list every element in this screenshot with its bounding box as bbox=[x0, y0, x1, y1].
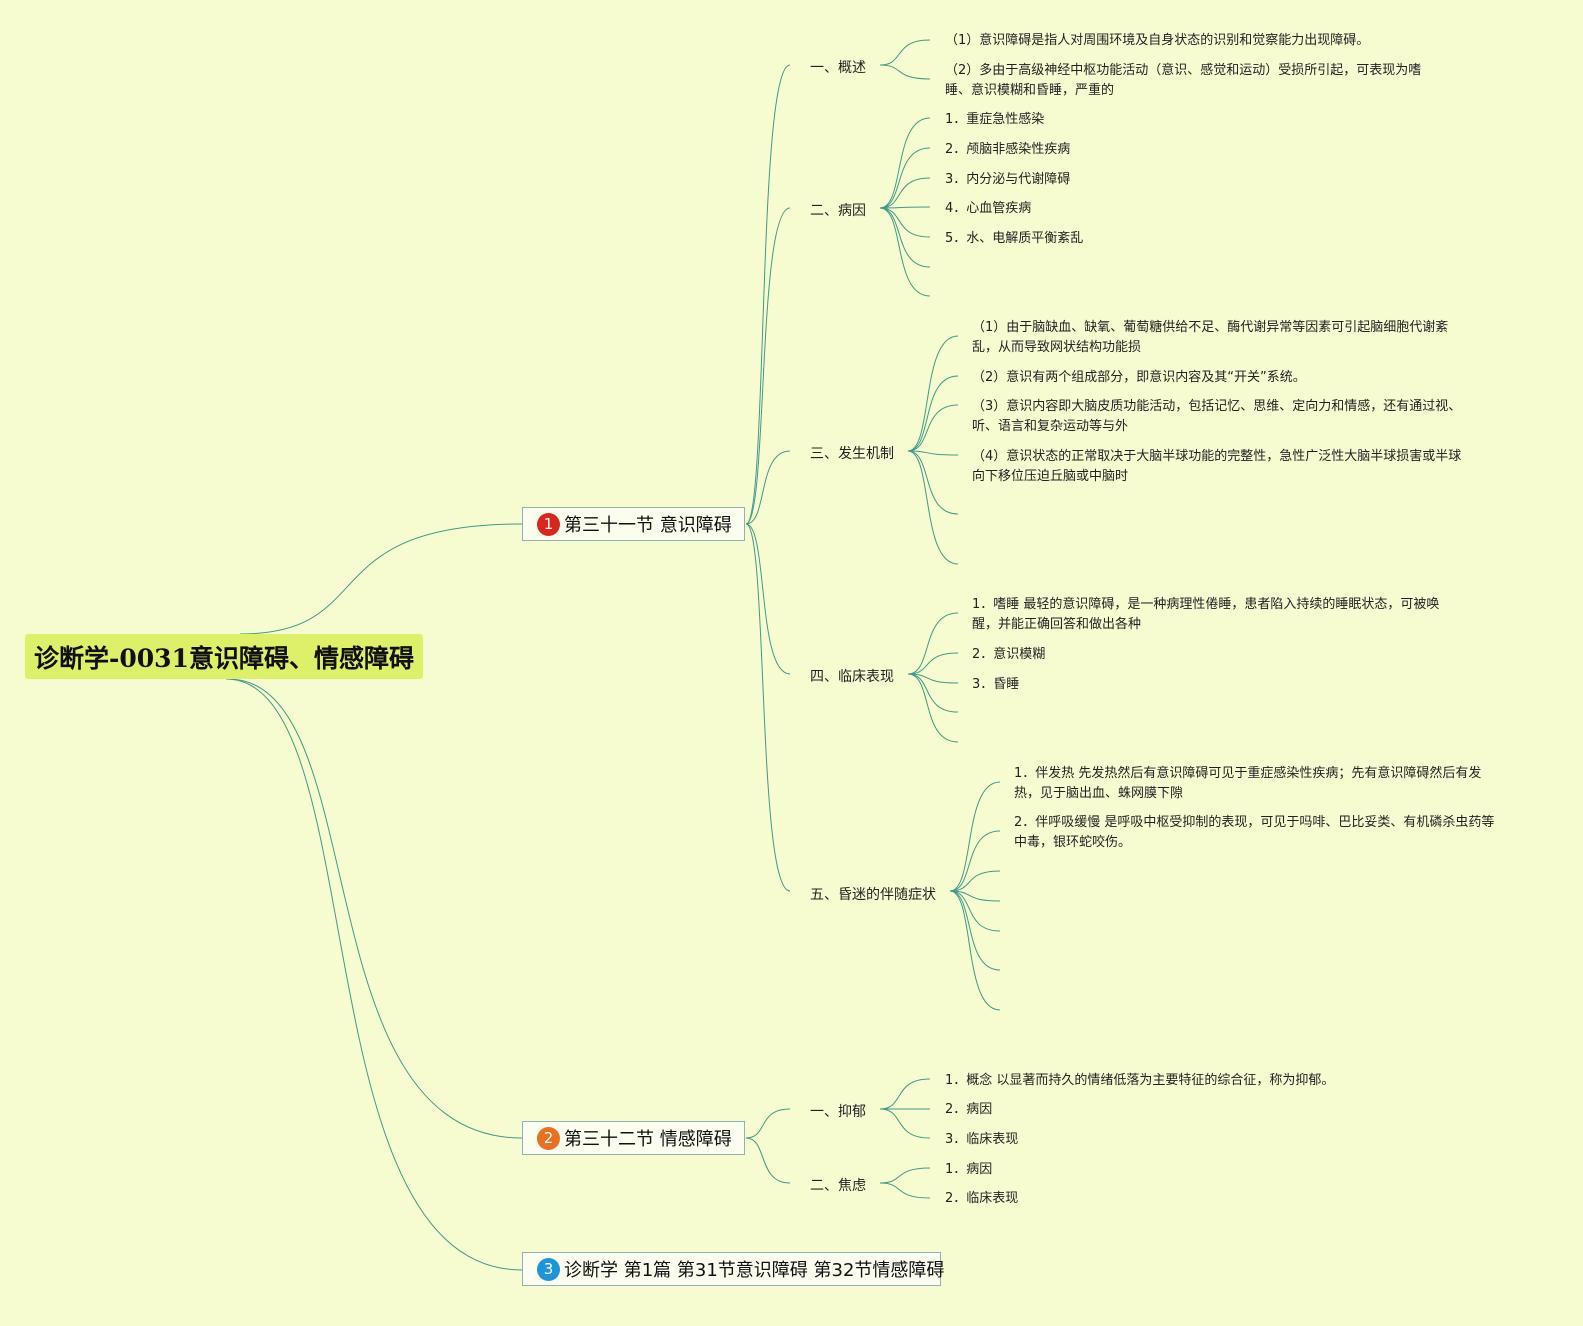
branch-label: 第三十一节 意识障碍 bbox=[564, 515, 732, 536]
connector-line bbox=[907, 450, 959, 456]
connector-line bbox=[745, 523, 791, 892]
leaf-item[interactable]: 2．病因 bbox=[945, 1102, 993, 1117]
section-mechanism[interactable]: 三、发生机制 bbox=[810, 446, 894, 462]
connector-line bbox=[907, 404, 959, 452]
section-etiology[interactable]: 二、病因 bbox=[810, 203, 866, 219]
connector-line bbox=[907, 375, 959, 452]
branch-section-31[interactable]: 1 第三十一节 意识障碍 bbox=[522, 507, 745, 541]
number-badge-icon: 1 bbox=[537, 512, 560, 536]
section-overview[interactable]: 一、概述 bbox=[810, 60, 866, 76]
section-clinical[interactable]: 四、临床表现 bbox=[810, 669, 894, 685]
branch-section-32[interactable]: 2 第三十二节 情感障碍 bbox=[522, 1121, 745, 1155]
connector-line bbox=[227, 678, 523, 1139]
connector-line bbox=[907, 450, 959, 515]
connector-line bbox=[745, 64, 791, 525]
leaf-item[interactable]: 1．嗜睡 最轻的意识障碍，是一种病理性倦睡，患者陷入持续的睡眠状态，可被唤醒，并… bbox=[972, 597, 1440, 632]
connector-line bbox=[949, 890, 1001, 932]
connector-line bbox=[879, 1078, 931, 1110]
connector-line bbox=[949, 870, 1001, 892]
leaf-item[interactable]: 3．临床表现 bbox=[945, 1132, 1019, 1147]
connector-line bbox=[907, 612, 959, 675]
connector-line bbox=[949, 890, 1001, 1011]
leaf-item[interactable]: （1）由于脑缺血、缺氧、葡萄糖供给不足、酶代谢异常等因素可引起脑细胞代谢紊乱，从… bbox=[972, 320, 1449, 355]
leaf-item[interactable]: 1．概念 以显著而持久的情绪低落为主要特征的综合征，称为抑郁。 bbox=[945, 1073, 1335, 1088]
connector-line bbox=[949, 830, 1001, 892]
leaf-item[interactable]: 1．重症急性感染 bbox=[945, 112, 1045, 127]
leaf-item[interactable]: 5．水、电解质平衡紊乱 bbox=[945, 231, 1084, 246]
connector-line bbox=[907, 673, 959, 713]
connector-line bbox=[879, 206, 931, 209]
section-coma-symptoms[interactable]: 五、昏迷的伴随症状 bbox=[810, 887, 936, 903]
leaf-item[interactable]: （4）意识状态的正常取决于大脑半球功能的完整性，急性广泛性大脑半球损害或半球向下… bbox=[972, 449, 1462, 484]
leaf-item[interactable]: 2．临床表现 bbox=[945, 1191, 1019, 1206]
connector-line bbox=[879, 64, 931, 80]
branch-label: 诊断学 第1篇 第31节意识障碍 第32节情感障碍 bbox=[564, 1260, 945, 1281]
connector-line bbox=[907, 673, 959, 743]
root-topic[interactable]: 诊断学-0031意识障碍、情感障碍 bbox=[25, 634, 423, 679]
connector-line bbox=[879, 207, 931, 297]
connector-line bbox=[879, 39, 931, 66]
connector-line bbox=[225, 678, 523, 1271]
connector-line bbox=[879, 1182, 931, 1199]
connector-line bbox=[745, 1108, 791, 1139]
branch-reference[interactable]: 3 诊断学 第1篇 第31节意识障碍 第32节情感障碍 bbox=[522, 1252, 945, 1286]
connector-line bbox=[879, 207, 931, 238]
leaf-item[interactable]: 2．伴呼吸缓慢 是呼吸中枢受抑制的表现，可见于吗啡、巴比妥类、有机磷杀虫药等中毒… bbox=[1014, 815, 1495, 850]
connector-line bbox=[907, 450, 959, 565]
number-badge-icon: 3 bbox=[537, 1257, 560, 1281]
leaf-item[interactable]: 2．颅脑非感染性疾病 bbox=[945, 142, 1071, 157]
leaf-item[interactable]: （2）多由于高级神经中枢功能活动（意识、感觉和运动）受损所引起，可表现为嗜睡、意… bbox=[945, 63, 1422, 98]
connector-line bbox=[239, 523, 523, 635]
connector-line bbox=[949, 890, 1001, 971]
connector-line bbox=[949, 781, 1001, 892]
connector-line bbox=[907, 652, 959, 675]
connector-line bbox=[879, 1167, 931, 1184]
connector-line bbox=[879, 207, 931, 268]
leaf-item[interactable]: 1．伴发热 先发热然后有意识障碍可见于重症感染性疾病；先有意识障碍然后有发热，见… bbox=[1014, 766, 1482, 801]
connector-line bbox=[879, 147, 931, 209]
connector-line bbox=[879, 177, 931, 209]
leaf-item[interactable]: 4．心血管疾病 bbox=[945, 201, 1032, 216]
leaf-item[interactable]: （3）意识内容即大脑皮质功能活动，包括记忆、思维、定向力和情感，还有通过视、听、… bbox=[972, 399, 1462, 434]
connector-line bbox=[949, 890, 1001, 902]
section-anxiety[interactable]: 二、焦虑 bbox=[810, 1178, 866, 1194]
leaf-item[interactable]: 3．内分泌与代谢障碍 bbox=[945, 172, 1071, 187]
section-depression[interactable]: 一、抑郁 bbox=[810, 1104, 866, 1120]
leaf-item[interactable]: （1）意识障碍是指人对周围环境及自身状态的识别和觉察能力出现障碍。 bbox=[945, 33, 1370, 48]
leaf-item[interactable]: 1．病因 bbox=[945, 1162, 993, 1177]
leaf-item[interactable]: 2．意识模糊 bbox=[972, 647, 1046, 662]
branch-label: 第三十二节 情感障碍 bbox=[564, 1129, 732, 1150]
connector-line bbox=[907, 673, 959, 684]
leaf-item[interactable]: （2）意识有两个组成部分，即意识内容及其“开关”系统。 bbox=[972, 370, 1306, 385]
connector-line bbox=[745, 1137, 791, 1184]
connector-line bbox=[745, 523, 791, 675]
connector-line bbox=[745, 450, 791, 525]
leaf-item[interactable]: 3．昏睡 bbox=[972, 677, 1020, 692]
number-badge-icon: 2 bbox=[537, 1126, 560, 1150]
connector-line bbox=[879, 117, 931, 209]
connector-line bbox=[879, 1108, 931, 1139]
connector-line bbox=[745, 207, 791, 525]
connector-line bbox=[907, 335, 959, 452]
